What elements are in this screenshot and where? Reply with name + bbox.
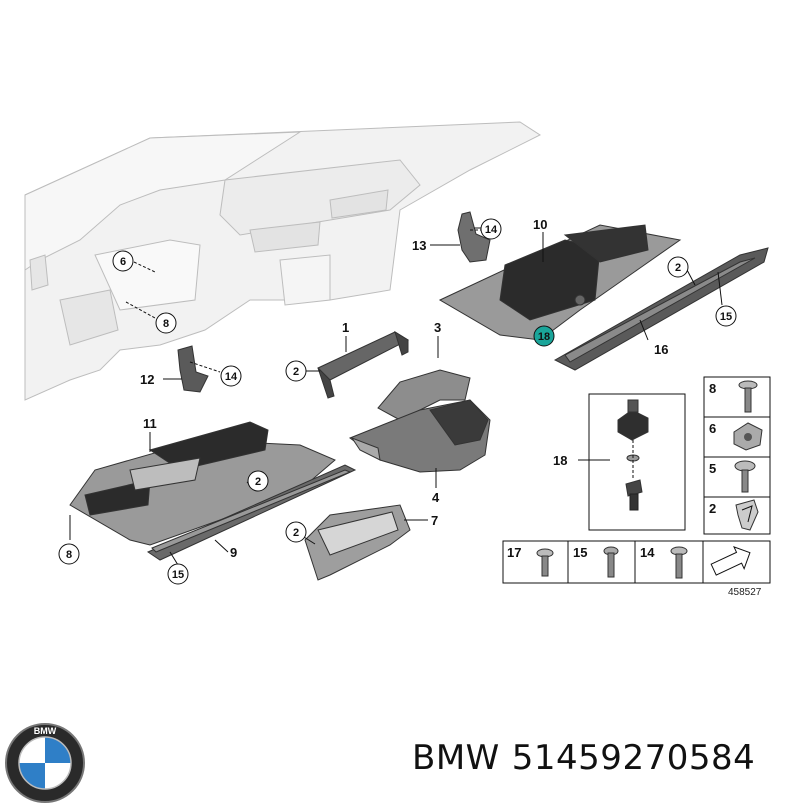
parts-table-right: 8 6 5 2 — [703, 376, 771, 535]
table-item-2: 2 — [709, 501, 716, 516]
part-9-strip — [146, 464, 357, 561]
callout-3: 3 — [434, 320, 441, 335]
dashboard-ghost — [24, 121, 542, 401]
callout-circle-2c — [247, 470, 269, 492]
callout-circle-6 — [112, 250, 134, 272]
callout-8b: 8 — [66, 549, 72, 561]
callout-circle-2d — [285, 521, 307, 543]
callout-circle-15a — [715, 305, 737, 327]
part-16-strip — [553, 247, 769, 371]
arrow-icon — [710, 546, 751, 576]
footer-brand: BMW 51459270584 — [412, 738, 767, 778]
callout-8a: 8 — [163, 318, 169, 330]
table-item-8: 8 — [709, 381, 716, 396]
callout-16: 16 — [654, 342, 668, 357]
callout-circle-18a — [533, 325, 555, 347]
screw-8-icon — [738, 380, 758, 413]
callout-18b: 18 — [553, 453, 567, 468]
part-7-glovebox — [304, 504, 411, 581]
callout-circle-14a — [480, 218, 502, 240]
bmw-logo: BMW — [5, 723, 85, 803]
callout-14a: 14 — [485, 224, 498, 236]
callout-4: 4 — [432, 490, 440, 505]
callout-13: 13 — [412, 238, 426, 253]
callout-9: 9 — [230, 545, 237, 560]
clip-2-icon — [735, 499, 759, 531]
screw-17-icon — [536, 548, 554, 577]
callout-6: 6 — [120, 256, 126, 268]
part-10-panel — [438, 224, 682, 341]
table-item-6: 6 — [709, 421, 716, 436]
callout-circle-14b — [220, 365, 242, 387]
callout-2d: 2 — [293, 527, 299, 539]
logo-ring-text: BMW — [34, 726, 57, 736]
callouts: 6 8 13 14 10 2 15 18 16 1 2 3 12 14 11 4… — [58, 217, 737, 585]
bolt-15-icon — [603, 546, 619, 578]
screw-14-icon — [670, 546, 688, 579]
callout-circle-15b — [167, 563, 189, 585]
callout-11: 11 — [143, 416, 157, 431]
callout-12: 12 — [140, 372, 154, 387]
callout-15b: 15 — [172, 569, 184, 581]
callout-circle-2b — [285, 360, 307, 382]
callout-1: 1 — [342, 320, 349, 335]
table-item-15: 15 — [573, 545, 587, 560]
parts-table-bottom: 17 15 14 458527 — [502, 540, 771, 598]
callout-18a: 18 — [538, 331, 550, 343]
callout-2c: 2 — [255, 476, 261, 488]
part-number: 51459270584 — [511, 738, 756, 778]
diagram-reference: 458527 — [728, 587, 762, 598]
part-1-bracket — [317, 330, 410, 399]
part-11-panel — [69, 421, 336, 546]
part-12-bracket — [177, 345, 209, 393]
callout-2a: 2 — [675, 262, 681, 274]
callout-circle-8a — [155, 312, 177, 334]
table-item-5: 5 — [709, 461, 716, 476]
callout-circle-8b — [58, 543, 80, 565]
callout-14b: 14 — [225, 371, 238, 383]
nut-6-icon — [733, 422, 763, 451]
callout-10: 10 — [533, 217, 547, 232]
brand-name: BMW — [412, 738, 500, 778]
callout-circle-2a — [667, 256, 689, 278]
callout-2b: 2 — [293, 366, 299, 378]
part-18-box: 18 — [553, 393, 686, 531]
callout-15a: 15 — [720, 311, 732, 323]
part-3-4-cover — [348, 369, 491, 473]
screw-5-icon — [734, 460, 756, 493]
table-item-17: 17 — [507, 545, 521, 560]
table-item-14: 14 — [640, 545, 655, 560]
callout-7: 7 — [431, 513, 438, 528]
